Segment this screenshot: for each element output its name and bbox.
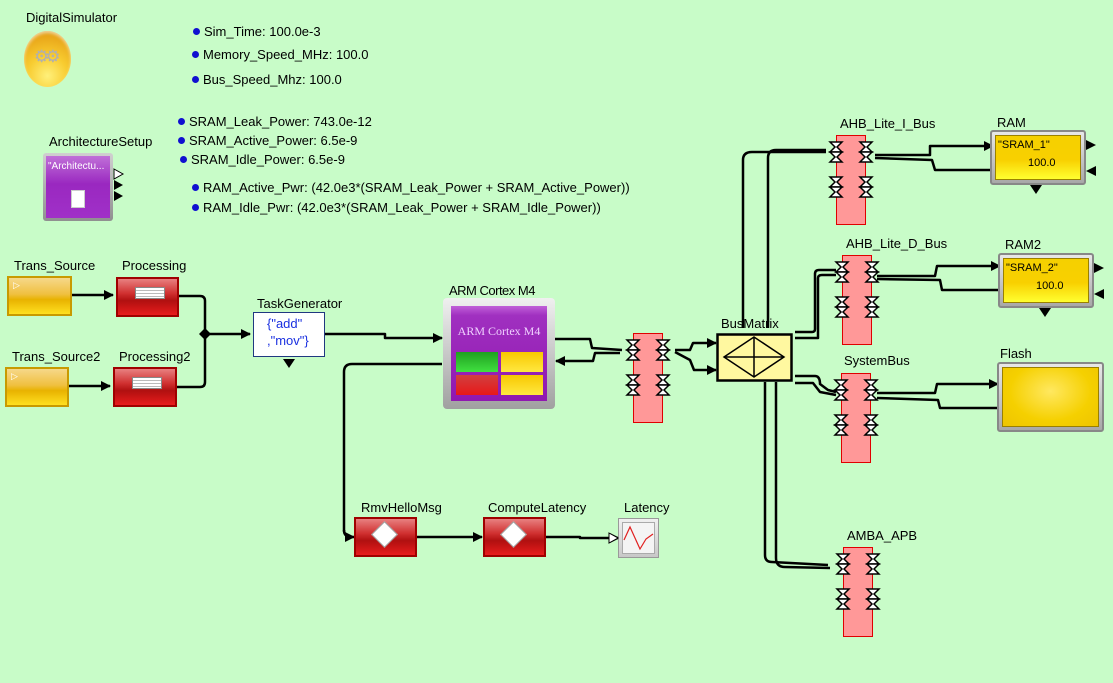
param-sram-active-power[interactable]: SRAM_Active_Power: 6.5e-9 bbox=[178, 133, 357, 148]
wire-busmatrix-ahbi-b bbox=[766, 148, 826, 328]
queue-icon bbox=[132, 377, 162, 389]
ram-bottom-port bbox=[1030, 185, 1042, 194]
wire-busmatrix-ahbi-a bbox=[741, 150, 826, 328]
wire-busmatrix-ahbd-b bbox=[795, 273, 836, 340]
arch-setup-content: "Architectu... bbox=[48, 161, 105, 172]
wire-ahbd-ram2-out bbox=[877, 261, 1001, 278]
compute-label: ComputeLatency bbox=[488, 500, 587, 515]
ahb-i-bus-label: AHB_Lite_I_Bus bbox=[840, 116, 936, 131]
wire-rmv-in bbox=[342, 529, 355, 542]
wire-ahbi-ram-out bbox=[875, 141, 994, 157]
flash-label: Flash bbox=[1000, 346, 1032, 361]
wire-compute-plot bbox=[545, 533, 620, 543]
ram2-ports bbox=[1094, 263, 1104, 299]
bus-matrix-label: BusMatrix bbox=[721, 316, 779, 331]
ram2-bottom-port bbox=[1039, 308, 1051, 317]
param-bus-speed[interactable]: Bus_Speed_Mhz: 100.0 bbox=[192, 72, 342, 87]
diamond-icon bbox=[371, 521, 398, 548]
bus-matrix-block[interactable] bbox=[716, 333, 794, 383]
system-bus[interactable] bbox=[841, 373, 871, 463]
trans-source2-block[interactable]: ▷ bbox=[5, 367, 69, 407]
ahb-lite-i-bus[interactable] bbox=[836, 135, 866, 225]
gears-icon: ⚙⚙ bbox=[34, 47, 61, 66]
arch-setup-label: ArchitectureSetup bbox=[49, 134, 153, 149]
ram-name: "SRAM_1" bbox=[998, 139, 1050, 151]
cpu-label: ARM Cortex M4 bbox=[449, 283, 535, 298]
ram2-label: RAM2 bbox=[1005, 237, 1042, 252]
processing2-label: Processing2 bbox=[119, 349, 191, 364]
cpu-status-yellow2 bbox=[501, 375, 543, 395]
wire-taskgen-cpu bbox=[325, 332, 443, 343]
ram-speed: 100.0 bbox=[1028, 157, 1056, 169]
taskgen-port bbox=[283, 359, 295, 368]
trans-source-block[interactable]: ▷ bbox=[7, 276, 72, 316]
plot-input-port bbox=[608, 532, 620, 544]
wire-busmatrix-sysbus-a bbox=[795, 374, 837, 394]
ram-label: RAM bbox=[997, 115, 1026, 130]
ram-ports bbox=[1086, 140, 1096, 176]
param-sram-leak-power[interactable]: SRAM_Leak_Power: 743.0e-12 bbox=[178, 114, 372, 129]
wire-cpubus-busmatrix-b bbox=[674, 350, 717, 375]
play-icon: ▷ bbox=[11, 371, 18, 381]
ahb-lite-d-bus[interactable] bbox=[842, 255, 872, 345]
ahb-d-bus-label: AHB_Lite_D_Bus bbox=[846, 236, 948, 251]
param-sram-idle-power[interactable]: SRAM_Idle_Power: 6.5e-9 bbox=[180, 152, 345, 167]
processing2-block[interactable] bbox=[113, 367, 177, 407]
rmv-label: RmvHelloMsg bbox=[361, 500, 442, 515]
amba-apb-label: AMBA_APB bbox=[847, 528, 918, 543]
diamond-icon bbox=[500, 521, 527, 548]
latency-plot-label: Latency bbox=[624, 500, 670, 515]
system-bus-label: SystemBus bbox=[844, 353, 910, 368]
processing-label: Processing bbox=[122, 258, 187, 273]
wire-busmatrix-sysbus-b bbox=[795, 381, 837, 397]
wire-ram2-ahbd-in bbox=[876, 277, 1000, 292]
wire-sysbus-flash-out bbox=[877, 379, 999, 395]
ram2-name: "SRAM_2" bbox=[1006, 262, 1058, 274]
cpu-status-red bbox=[456, 375, 498, 395]
plot-icon bbox=[622, 522, 655, 554]
wire-processing2-junction bbox=[177, 334, 207, 389]
wire-busmatrix-amba-a bbox=[763, 382, 829, 567]
wire-busmatrix-amba-b bbox=[774, 382, 831, 570]
wire-bus-cpu-in bbox=[555, 351, 620, 366]
param-ram-active-pwr[interactable]: RAM_Active_Pwr: (42.0e3*(SRAM_Leak_Power… bbox=[192, 180, 630, 195]
param-sim-time[interactable]: Sim_Time: 100.0e-3 bbox=[193, 24, 321, 39]
ram-block[interactable]: "SRAM_1" 100.0 bbox=[990, 130, 1086, 185]
source2-label: Trans_Source2 bbox=[12, 349, 101, 364]
cpu-local-bus[interactable] bbox=[633, 333, 663, 423]
play-icon: ▷ bbox=[13, 280, 20, 290]
wire-busmatrix-ahbd-a bbox=[795, 268, 836, 334]
param-memory-speed[interactable]: Memory_Speed_MHz: 100.0 bbox=[192, 47, 369, 62]
task-generator-block[interactable]: {"add" ,"mov"} bbox=[253, 312, 325, 357]
digital-simulator-director[interactable]: ⚙⚙ bbox=[24, 31, 71, 87]
taskgen-line1: {"add" bbox=[267, 316, 303, 331]
processing-block[interactable] bbox=[116, 277, 179, 317]
taskgen-line2: ,"mov"} bbox=[267, 333, 309, 348]
flash-block[interactable] bbox=[997, 362, 1104, 432]
cpu-status-green bbox=[456, 352, 498, 372]
document-icon bbox=[71, 190, 85, 208]
ram2-block[interactable]: "SRAM_2" 100.0 bbox=[998, 253, 1094, 308]
wire-flash-sysbus-in bbox=[876, 396, 998, 410]
ram2-speed: 100.0 bbox=[1036, 280, 1064, 292]
wire-cpu-bus-out bbox=[554, 337, 623, 352]
arch-setup-ports bbox=[113, 168, 125, 201]
junction-diamond bbox=[199, 328, 211, 340]
rmv-hello-msg-block[interactable] bbox=[354, 517, 417, 557]
latency-plot-block[interactable] bbox=[618, 518, 659, 558]
arm-cortex-m4-block[interactable]: ARM Cortex M4 bbox=[443, 298, 555, 409]
queue-icon bbox=[135, 287, 165, 299]
cpu-inner-title: ARM Cortex M4 bbox=[457, 324, 541, 338]
wire-cpubus-busmatrix-a bbox=[675, 338, 717, 352]
architecture-setup-block[interactable]: "Architectu... bbox=[43, 153, 113, 221]
amba-apb-bus[interactable] bbox=[843, 547, 873, 637]
wire-processing-junction bbox=[179, 294, 207, 334]
taskgen-label: TaskGenerator bbox=[257, 296, 343, 311]
param-ram-idle-pwr[interactable]: RAM_Idle_Pwr: (42.0e3*(SRAM_Leak_Power +… bbox=[192, 200, 601, 215]
wire-ram-ahbi-in bbox=[874, 156, 993, 172]
director-label: DigitalSimulator bbox=[26, 10, 118, 25]
compute-latency-block[interactable] bbox=[483, 517, 546, 557]
source1-label: Trans_Source bbox=[14, 258, 96, 273]
cpu-status-yellow bbox=[501, 352, 543, 372]
